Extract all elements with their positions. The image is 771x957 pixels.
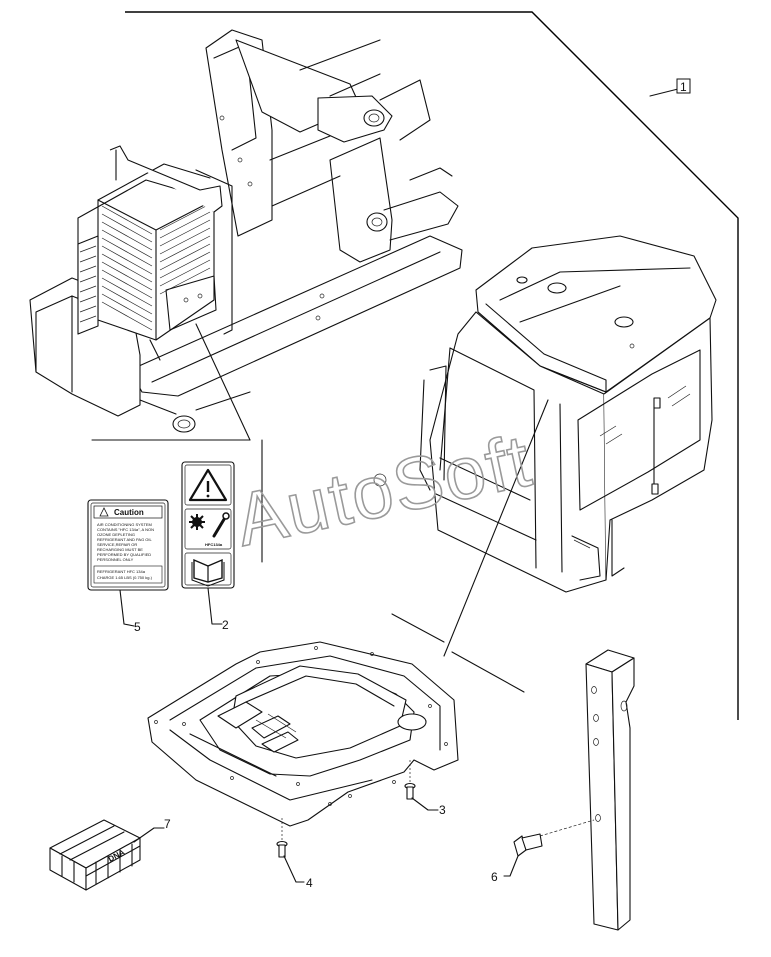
leader-cab-roof	[391, 399, 549, 693]
crate-item-7: DNA	[49, 819, 165, 891]
svg-text:4: 4	[306, 876, 313, 890]
caution-footer-2: CHARGE 1.65 LBS (0.750 kg.)	[97, 575, 153, 580]
vertical-post	[585, 649, 635, 931]
callout-2: 2	[222, 618, 229, 632]
svg-text:5: 5	[134, 620, 141, 634]
warning-triangle-icon	[188, 468, 228, 502]
callout-6: 6	[491, 870, 498, 884]
condenser-fins	[101, 203, 211, 331]
screw-item-4	[276, 818, 305, 883]
headliner-panel	[147, 641, 459, 827]
screw-item-3	[404, 760, 439, 811]
caution-line-4: REFRIGERANT AND PAG OIL	[97, 537, 153, 542]
caution-line-8: PERSONNEL ONLY	[97, 557, 134, 562]
gear-icon	[189, 514, 205, 530]
svg-text:6: 6	[491, 870, 498, 884]
callout-7: 7	[164, 817, 171, 831]
caution-line-3: OZONE DEPLETING	[97, 532, 135, 537]
svg-text:1: 1	[680, 80, 687, 94]
svg-text:7: 7	[164, 817, 171, 831]
caution-line-1: AIR CONDITIONING SYSTEM	[97, 522, 152, 527]
condenser-unit	[77, 145, 233, 361]
warning-decal-item-2: HFC134a	[181, 461, 235, 625]
cab	[373, 235, 717, 593]
svg-text:3: 3	[439, 803, 446, 817]
svg-text:2: 2	[222, 618, 229, 632]
caution-line-7: PERFORMED BY QUALIFIED	[97, 552, 151, 557]
leader-2-upper	[91, 323, 263, 563]
callout-1: 1	[676, 78, 691, 94]
caution-line-2: CONTAINS "HFC 134a", A NON	[97, 527, 154, 532]
caution-line-6: RECHARGING MUST BE	[97, 547, 143, 552]
callout-3: 3	[439, 803, 446, 817]
caution-title: Caution	[114, 508, 144, 517]
caution-decal-item-5: Caution AIR CONDITIONING SYSTEM CONTAINS…	[87, 499, 169, 627]
refrigerant-label: HFC134a	[205, 542, 223, 547]
caution-line-5: SERVICE,REPAIR OR	[97, 542, 137, 547]
wrench-icon	[212, 512, 230, 538]
loader-frame	[29, 29, 463, 433]
callout-5: 5	[134, 620, 141, 634]
screw-item-6	[503, 819, 595, 877]
callout-4: 4	[306, 876, 313, 890]
manual-book-icon	[191, 558, 225, 587]
caution-footer-1: REFRIGERANT HFC 134a	[97, 569, 146, 574]
